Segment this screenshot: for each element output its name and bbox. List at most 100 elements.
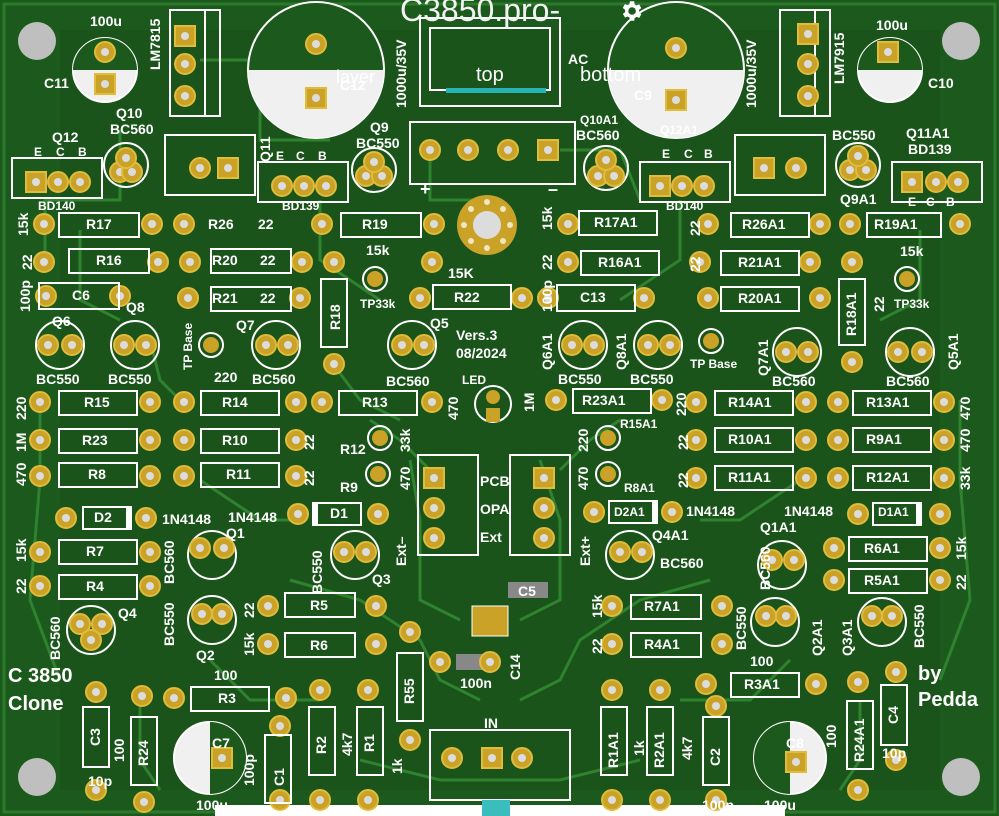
r14a1-value: 220 <box>673 392 689 416</box>
r12-label: R12 <box>340 441 366 457</box>
q7-type: BC560 <box>252 371 296 387</box>
bd140-label: BD140 <box>38 199 76 213</box>
solder-pad <box>177 287 199 309</box>
solder-pad <box>533 497 555 519</box>
solder-pad-square <box>305 87 327 109</box>
mount-hole-tl <box>18 22 56 60</box>
solder-pad <box>139 575 161 597</box>
q5a1-type: BC560 <box>886 373 930 389</box>
r9a1-label: R9A1 <box>866 431 902 447</box>
gear-icon[interactable] <box>618 0 644 24</box>
solder-pad <box>537 287 559 309</box>
solder-pad <box>697 213 719 235</box>
solder-pad <box>497 139 519 161</box>
solder-pad <box>689 251 711 273</box>
solder-pad <box>37 334 59 356</box>
r8-outline <box>58 462 138 488</box>
r15a1-value: 220 <box>575 428 591 452</box>
q5-type: BC560 <box>386 373 430 389</box>
c13-value: 100p <box>539 280 555 312</box>
r2a1-outline <box>646 706 674 776</box>
solder-pad <box>323 251 345 273</box>
r5a1-value: 22 <box>953 574 969 590</box>
c2-label: C2 <box>707 748 723 766</box>
solder-pad <box>823 537 845 559</box>
solder-pad <box>827 467 849 489</box>
solder-pad <box>291 251 313 273</box>
r17a1-outline <box>578 210 658 236</box>
r1a1-label: R1A1 <box>605 732 621 768</box>
r12-value: 33k <box>397 428 413 452</box>
r3-outline <box>190 686 270 712</box>
solder-pad <box>795 391 817 413</box>
r26a1-label: R26A1 <box>742 216 786 232</box>
brand-left-1: C 3850 <box>8 665 73 687</box>
solder-pad <box>761 549 783 571</box>
solder-pad <box>511 287 533 309</box>
r12a1-value: 33k <box>957 466 973 490</box>
c4-label: C4 <box>885 706 901 724</box>
solder-pad <box>827 391 849 413</box>
solder-pad <box>949 213 971 235</box>
r17a1-value: 15k <box>539 206 555 230</box>
solder-pad <box>929 569 951 591</box>
solder-pad <box>929 537 951 559</box>
r19a1-outline <box>866 212 942 238</box>
solder-pad <box>557 251 579 273</box>
solder-pad-square <box>94 73 116 95</box>
solder-pad <box>311 213 333 235</box>
r4-label: R4 <box>86 578 104 594</box>
solder-pad-square <box>423 467 445 489</box>
tp-base-label: TP Base <box>181 322 195 370</box>
c14-value: 100n <box>460 675 492 691</box>
r17-outline <box>58 212 140 238</box>
solder-pad <box>557 213 579 235</box>
solder-pad <box>671 175 693 197</box>
r20-outline <box>210 248 292 274</box>
r9a1-value: 470 <box>957 428 973 452</box>
r6-value: 15k <box>241 632 257 656</box>
q2a1-label: Q2A1 <box>809 619 825 656</box>
q12-b: B <box>78 145 87 159</box>
q11a1-b: B <box>946 195 955 209</box>
q11a1-e: E <box>908 195 917 209</box>
c3-value: 10p <box>88 773 113 789</box>
solder-pad <box>847 503 869 525</box>
solder-pad <box>29 541 51 563</box>
c1-outline <box>264 734 292 804</box>
q6a1-type: BC550 <box>558 371 602 387</box>
r24-outline <box>130 716 158 786</box>
r7-value: 15k <box>13 538 29 562</box>
r17-value: 15k <box>15 212 31 236</box>
solder-pad <box>847 145 869 167</box>
q9-label: Q9 <box>370 119 389 135</box>
q7a1-type: BC560 <box>772 373 816 389</box>
solder-pad <box>211 603 233 625</box>
r16-value: 22 <box>19 254 35 270</box>
solder-pad <box>409 287 431 309</box>
mount-hole-tr <box>942 22 980 60</box>
tab-top[interactable]: top <box>476 64 504 86</box>
solder-pad <box>637 334 659 356</box>
led-label: LED <box>462 373 486 387</box>
tp33k-label: TP33k <box>360 297 396 311</box>
solder-pad <box>315 175 337 197</box>
solder-pad <box>841 251 863 273</box>
solder-pad <box>885 749 907 771</box>
solder-pad <box>355 541 377 563</box>
q12-e: E <box>34 145 43 159</box>
q12a1-c: C <box>684 147 693 161</box>
solder-pad <box>305 33 327 55</box>
q11-label: Q11 <box>257 136 273 162</box>
solder-pad <box>174 85 196 107</box>
solder-pad <box>601 633 623 655</box>
d2-type: 1N4148 <box>162 511 212 527</box>
solder-pad <box>685 391 707 413</box>
solder-pad <box>363 151 385 173</box>
tab-bottom[interactable]: bottom <box>580 64 642 86</box>
r14a1-label: R14A1 <box>728 394 772 410</box>
solder-pad <box>277 334 299 356</box>
q4-label: Q4 <box>118 605 137 621</box>
solder-pad <box>213 537 235 559</box>
r4-outline <box>58 574 138 600</box>
